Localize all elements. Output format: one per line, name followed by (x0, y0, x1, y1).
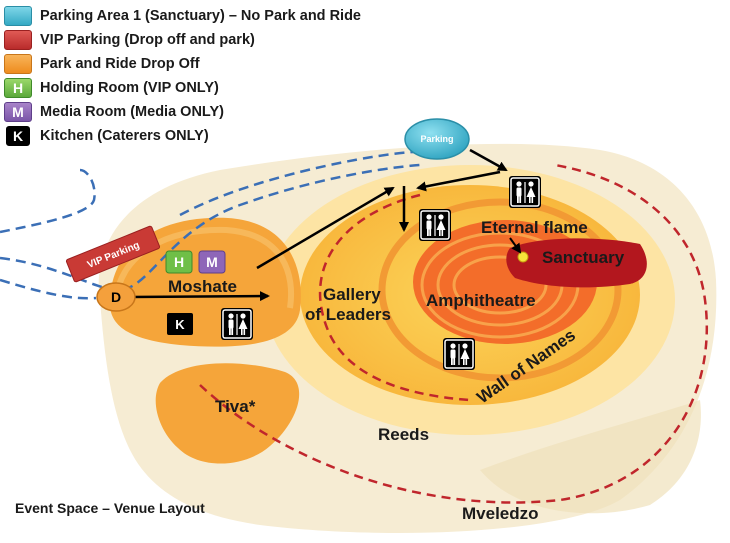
amphitheatre-ring-3 (452, 255, 548, 315)
legend-item-kitchen: K Kitchen (Caterers ONLY) (4, 124, 361, 148)
moshate-area (109, 217, 301, 347)
k-badge-icon: K (6, 126, 30, 146)
moshate-shadow (113, 226, 295, 309)
holding-room-badge-label: H (174, 254, 184, 270)
label-gallery-line1: Gallery (323, 285, 381, 304)
label-mveledzo: Mveledzo (462, 504, 539, 523)
h-badge-icon: H (4, 78, 32, 98)
legend-label: Holding Room (VIP ONLY) (40, 80, 219, 96)
amphitheatre-ring-outer (378, 198, 622, 382)
restroom-icon (220, 307, 254, 341)
orange-swatch-icon (4, 54, 32, 74)
label-sanctuary: Sanctuary (542, 248, 625, 267)
label-tiva: Tiva* (215, 397, 256, 416)
legend-item-holding-room: H Holding Room (VIP ONLY) (4, 76, 361, 100)
label-gallery-line2: of Leaders (305, 305, 391, 324)
route-arrows (129, 148, 508, 302)
parking-bubble[interactable] (404, 118, 470, 160)
label-moshate: Moshate (168, 277, 237, 296)
route-line-3 (0, 278, 97, 300)
label-reeds: Reeds (378, 425, 429, 444)
media-room-badge-label: M (206, 254, 218, 270)
eternal-flame-pointer (509, 237, 522, 254)
label-amphitheatre: Amphitheatre (426, 291, 536, 310)
legend-item-media-room: M Media Room (Media ONLY) (4, 100, 361, 124)
boundary-line-inner (318, 193, 471, 402)
kitchen-badge[interactable] (167, 313, 193, 335)
restroom-icon (508, 175, 542, 209)
dropoff-marker[interactable] (96, 282, 136, 312)
legend-label: Media Room (Media ONLY) (40, 104, 224, 120)
label-eternal-flame: Eternal flame (481, 218, 588, 237)
parking-bubble-label: Parking (420, 134, 453, 144)
route-line-4 (179, 150, 421, 217)
tiva-area (155, 363, 300, 464)
kitchen-badge-label: K (175, 317, 185, 332)
boundary-line-outer (199, 163, 708, 504)
sanctuary-area (506, 238, 647, 288)
route-line-1 (0, 168, 96, 234)
legend-item-parking-area: Parking Area 1 (Sanctuary) – No Park and… (4, 4, 361, 28)
legend-item-vip-parking: VIP Parking (Drop off and park) (4, 28, 361, 52)
restroom-icon (442, 337, 476, 371)
map-legend: Parking Area 1 (Sanctuary) – No Park and… (4, 4, 361, 148)
grass-patch (480, 400, 701, 514)
red-swatch-icon (4, 30, 32, 50)
dropoff-marker-label: D (111, 289, 121, 305)
legend-label: VIP Parking (Drop off and park) (40, 32, 255, 48)
eternal-flame-marker (517, 251, 529, 263)
map-caption: Event Space – Venue Layout (15, 500, 205, 516)
legend-label: Kitchen (Caterers ONLY) (40, 128, 209, 144)
media-room-badge[interactable] (198, 250, 226, 274)
restroom-icon (418, 208, 452, 242)
legend-item-park-and-ride: Park and Ride Drop Off (4, 52, 361, 76)
m-badge-icon: M (4, 102, 32, 122)
legend-label: Parking Area 1 (Sanctuary) – No Park and… (40, 8, 361, 24)
blue-swatch-icon (4, 6, 32, 26)
holding-room-badge[interactable] (165, 250, 193, 274)
legend-label: Park and Ride Drop Off (40, 56, 200, 72)
